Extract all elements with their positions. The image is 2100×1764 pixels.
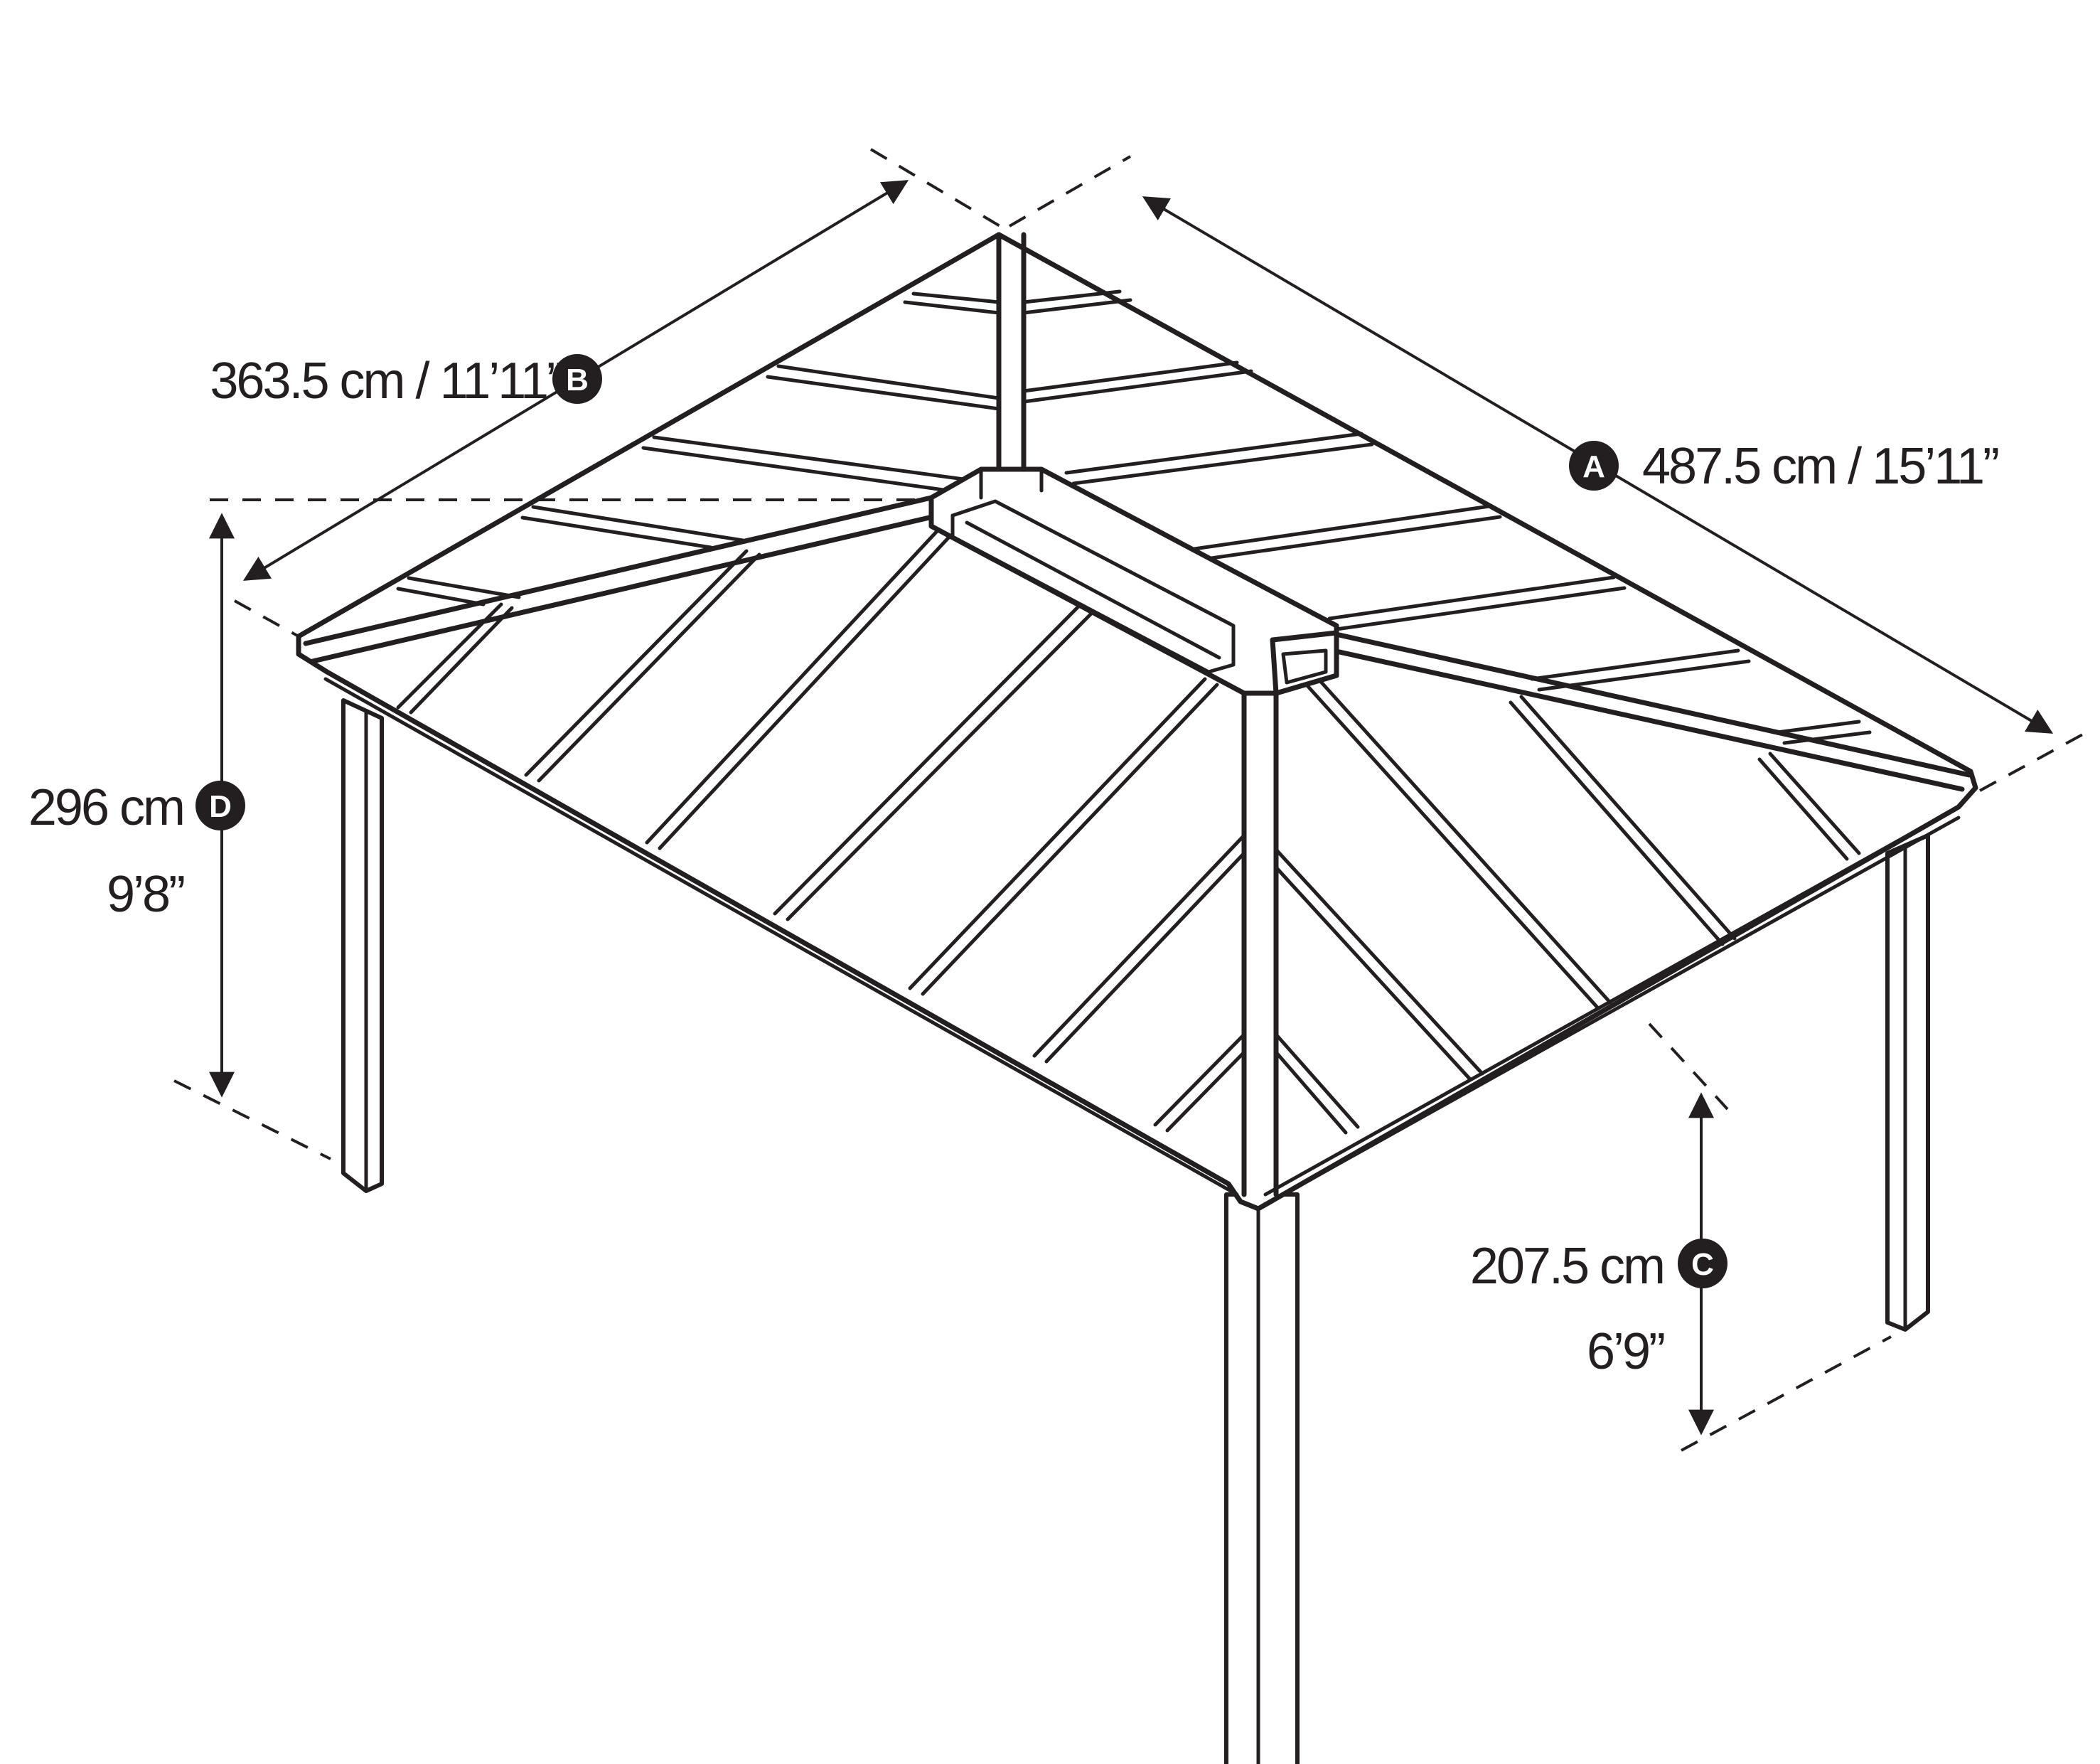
roof-panels-front-left xyxy=(396,528,1246,1133)
badge-d-letter: D xyxy=(209,789,232,824)
dimension-d-text: 296 cm xyxy=(28,779,183,836)
dimension-a-text: 487.5 cm / 15’11” xyxy=(1642,438,1998,495)
dimension-label-b: 363.5 cm / 11’11” B xyxy=(210,353,602,410)
post-back-left xyxy=(341,698,384,1193)
dimension-label-c: 207.5 cm C 6’9” xyxy=(1470,1238,1727,1380)
dimension-label-a: A 487.5 cm / 15’11” xyxy=(1569,438,2000,495)
badge-b xyxy=(552,354,602,404)
badge-a xyxy=(1569,441,1619,491)
post-front xyxy=(1224,1192,1300,1764)
badge-c xyxy=(1678,1239,1727,1288)
dimension-b-text: 363.5 cm / 11’11” xyxy=(210,353,562,410)
dimension-c-imperial: 6’9” xyxy=(1587,1323,1664,1380)
badge-b-letter: B xyxy=(566,363,589,397)
dimension-label-d: 296 cm D 9’8” xyxy=(28,779,245,923)
badge-c-letter: C xyxy=(1691,1247,1714,1282)
post-right xyxy=(1885,833,1930,1332)
dimension-d-imperial: 9’8” xyxy=(107,866,184,923)
badge-a-letter: A xyxy=(1582,449,1605,484)
dimension-c-text: 207.5 cm xyxy=(1470,1238,1664,1295)
badge-d xyxy=(195,781,245,830)
